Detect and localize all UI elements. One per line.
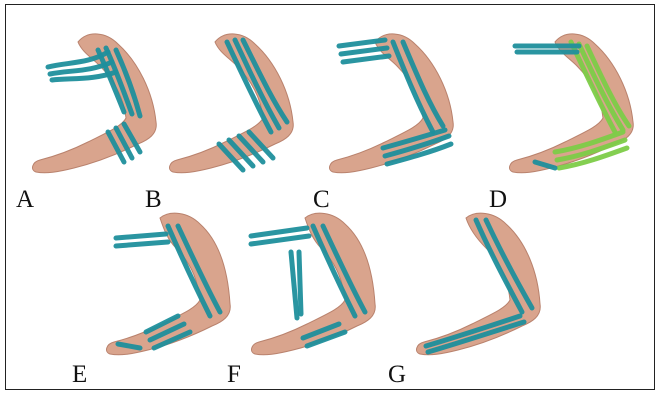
- arm-illustration-d: [515, 22, 655, 192]
- panel-label: G: [388, 362, 406, 387]
- panel-label: A: [16, 187, 34, 212]
- arm-illustration-g: [430, 212, 570, 382]
- arm-illustration-b: [185, 22, 325, 192]
- arm-shape: [417, 213, 541, 355]
- panel-label: D: [489, 187, 507, 212]
- arm-illustration-a: [28, 22, 168, 192]
- panel-d: D: [515, 22, 655, 192]
- panel-label: F: [227, 362, 241, 387]
- panel-e: E: [110, 212, 250, 382]
- arm-illustration-f: [255, 212, 395, 382]
- tape-strips: [555, 42, 629, 168]
- arm-illustration-c: [345, 22, 485, 192]
- panel-f: F: [255, 212, 395, 382]
- panel-label: B: [145, 187, 162, 212]
- panel-label: C: [313, 187, 330, 212]
- panel-b: B: [185, 22, 325, 192]
- panel-g: G: [430, 212, 570, 382]
- panel-c: C: [345, 22, 485, 192]
- arm-illustration-e: [110, 212, 250, 382]
- panel-a: A: [28, 22, 168, 192]
- panel-label: E: [72, 362, 87, 387]
